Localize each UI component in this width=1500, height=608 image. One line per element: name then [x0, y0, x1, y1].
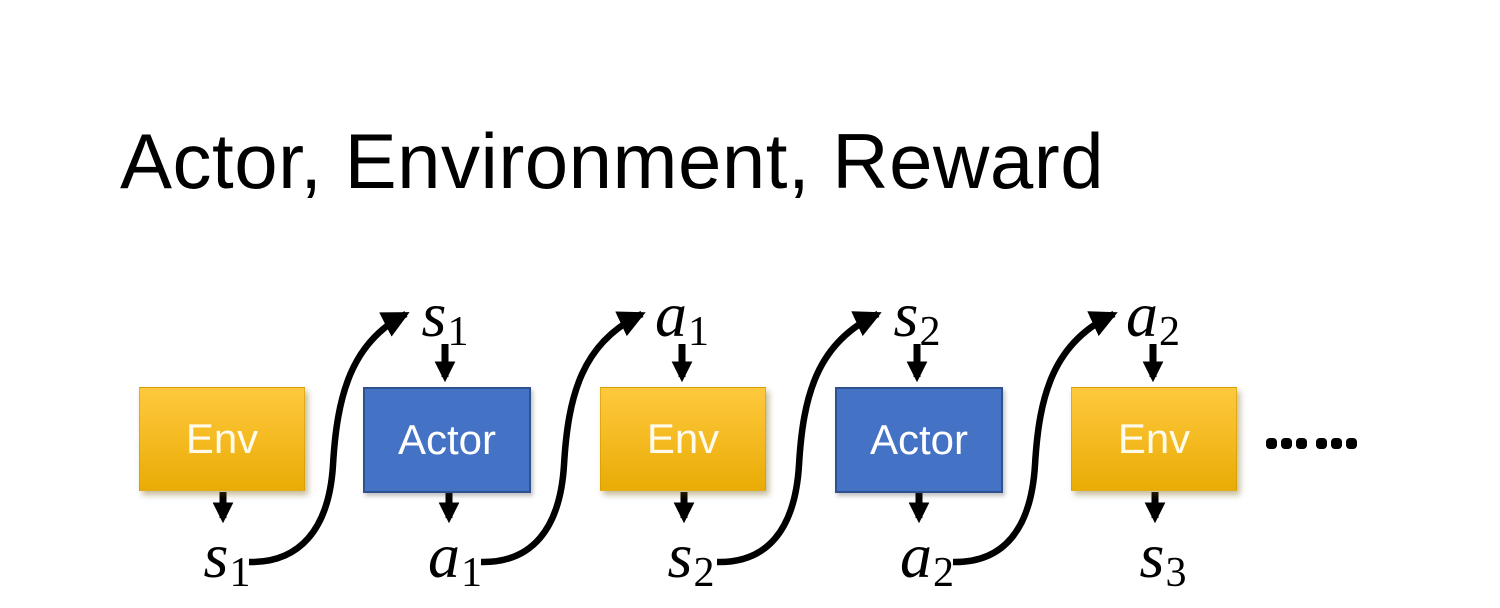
env-box-3-label: Env [1117, 415, 1191, 462]
curve-arrow-a1-to-env2 [480, 311, 646, 566]
bottom-label-s2-base: s [667, 520, 693, 591]
bottom-label-s2: s2 [621, 524, 761, 605]
ellipsis-dot [1316, 438, 1327, 449]
bottom-label-s1: s1 [157, 524, 297, 605]
bottom-label-a1-sub: 1 [461, 550, 482, 597]
bottom-label-s3-sub: 3 [1165, 550, 1187, 597]
bottom-label-s1-base: s [203, 520, 229, 591]
top-label-a2: a2 [1083, 283, 1223, 364]
env-box-1: Env [139, 387, 305, 491]
bottom-label-a1: a1 [385, 524, 525, 605]
ellipsis-dot [1266, 438, 1277, 449]
bottom-label-s2-sub: 2 [693, 550, 715, 597]
top-label-s2-sub: 2 [919, 309, 941, 356]
env-box-2: Env [600, 387, 766, 491]
top-label-a2-base: a [1126, 279, 1158, 350]
bottom-label-s1-sub: 1 [229, 550, 251, 597]
actor-box-1: Actor [363, 387, 531, 493]
top-label-s1-sub: 1 [447, 309, 469, 356]
env-box-1-label: Env [185, 415, 259, 462]
actor-box-2-label: Actor [869, 416, 969, 463]
slide-title: Actor, Environment, Reward [120, 117, 1105, 205]
bottom-label-s3-base: s [1139, 520, 1165, 591]
top-label-s1: s1 [375, 283, 515, 364]
curve-arrow-s1-to-actor1 [248, 311, 410, 566]
top-label-s2: s2 [847, 283, 987, 364]
top-label-a1: a1 [612, 283, 752, 364]
bottom-label-a2: a2 [857, 524, 997, 605]
env-box-2-label: Env [646, 415, 720, 462]
top-label-s1-base: s [421, 279, 447, 350]
actor-box-1-label: Actor [397, 416, 497, 463]
curve-arrow-s2-to-actor2 [716, 311, 882, 566]
top-label-a1-sub: 1 [688, 309, 709, 356]
actor-box-2: Actor [835, 387, 1003, 493]
env-box-3: Env [1071, 387, 1237, 491]
top-label-s2-base: s [893, 279, 919, 350]
top-label-a1-base: a [655, 279, 687, 350]
bottom-label-s3: s3 [1093, 524, 1233, 605]
bottom-label-a1-base: a [428, 520, 460, 591]
bottom-label-a2-sub: 2 [933, 550, 954, 597]
ellipsis-dot [1281, 438, 1292, 449]
curve-arrow-a2-to-env3 [952, 311, 1118, 566]
ellipsis-dot [1296, 438, 1307, 449]
ellipsis-dot [1346, 438, 1357, 449]
ellipsis-dot [1331, 438, 1342, 449]
bottom-label-a2-base: a [900, 520, 932, 591]
ellipsis-dots [1266, 438, 1361, 449]
top-label-a2-sub: 2 [1159, 309, 1180, 356]
